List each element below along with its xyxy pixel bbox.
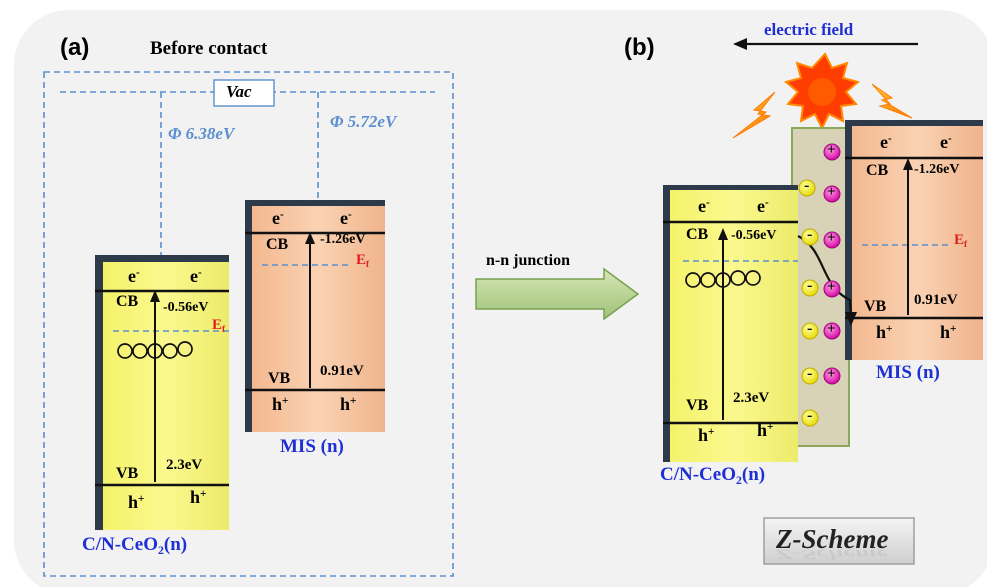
minus-charge bbox=[801, 279, 819, 297]
minus-sign: - bbox=[807, 277, 813, 294]
cen-b-cb-value: -0.56eV bbox=[731, 228, 777, 243]
mis-a-vb-value: 0.91eV bbox=[320, 363, 364, 379]
mis-b-vb-label: VB bbox=[864, 298, 887, 315]
minus-sign: - bbox=[807, 365, 813, 382]
z-scheme-label: Z-Scheme bbox=[776, 524, 889, 554]
junction-arrow bbox=[475, 267, 640, 321]
plus-sign: + bbox=[827, 184, 836, 200]
cen-a-vb-label: VB bbox=[116, 465, 139, 482]
cen-b-electron-2: e- bbox=[757, 196, 769, 216]
cen-b-hole-1: h+ bbox=[698, 425, 715, 445]
cen-a-arrowhead bbox=[150, 290, 160, 302]
plus-sign: + bbox=[827, 230, 836, 246]
cen-b-vb-label: VB bbox=[686, 397, 709, 414]
minus-charges bbox=[798, 179, 819, 427]
plus-charge bbox=[823, 143, 841, 161]
electric-field-arrowhead bbox=[733, 38, 747, 50]
plus-charges bbox=[823, 143, 841, 385]
plus-sign: + bbox=[827, 321, 836, 337]
panel-b-label: (b) bbox=[624, 34, 655, 61]
minus-charge bbox=[801, 409, 819, 427]
minus-sign: - bbox=[804, 177, 810, 194]
minus-charge bbox=[801, 367, 819, 385]
cen-b-cb-label: CB bbox=[686, 226, 709, 243]
plus-charge bbox=[823, 280, 841, 298]
mis-a-cb-label: CB bbox=[266, 236, 289, 253]
mis-a-electron-1: e- bbox=[272, 208, 284, 228]
mis-block-a bbox=[252, 206, 385, 432]
mis-b-name: MIS (n) bbox=[876, 362, 940, 383]
z-scheme-box bbox=[763, 517, 915, 565]
cen-b-arrowhead bbox=[718, 228, 728, 240]
vac-label: Vac bbox=[226, 82, 252, 101]
cen-a-gap-value: 2.3eV bbox=[166, 457, 203, 473]
cen-a-cb-label: CB bbox=[116, 293, 139, 310]
work-function-left: Φ 6.38eV bbox=[168, 124, 235, 143]
minus-sign: - bbox=[807, 320, 813, 337]
plus-sign: + bbox=[827, 142, 836, 158]
mis-a-ef-label: Ef bbox=[356, 252, 370, 271]
mis-b-cb-label: CB bbox=[866, 162, 889, 179]
minus-charge bbox=[801, 322, 819, 340]
mis-b-cb-value: -1.26eV bbox=[914, 162, 960, 177]
cen-block-b bbox=[670, 190, 798, 462]
minus-sign: - bbox=[807, 226, 813, 243]
mis-b-electron-2: e- bbox=[940, 132, 952, 152]
cen-b-hole-2: h+ bbox=[757, 420, 774, 440]
plus-charge bbox=[823, 367, 841, 385]
minus-charge bbox=[801, 228, 819, 246]
mis-b-hole-2: h+ bbox=[940, 322, 957, 342]
z-scheme-transfer-arrowhead bbox=[845, 312, 857, 326]
lightning-bolt-left-icon bbox=[732, 91, 776, 139]
plus-sign: + bbox=[827, 279, 836, 295]
lightning-bolt-right-icon bbox=[871, 83, 913, 119]
cen-a-hole-2: h+ bbox=[190, 487, 207, 507]
mis-a-arrowhead bbox=[305, 232, 315, 244]
cen-a-cb-value: -0.56eV bbox=[163, 300, 209, 315]
minus-sign: - bbox=[807, 407, 813, 424]
vac-box bbox=[213, 79, 275, 107]
cen-a-electron-2: e- bbox=[190, 266, 202, 286]
mis-b-arrowhead bbox=[903, 158, 913, 170]
cen-a-electron-1: e- bbox=[128, 266, 140, 286]
panel-a-title: Before contact bbox=[150, 38, 268, 59]
cen-a-name: C/N-CeO2(n) bbox=[82, 534, 188, 558]
mis-b-ef-label: Ef bbox=[954, 232, 968, 251]
cen-a-ef-label: Ef bbox=[212, 317, 226, 336]
mis-a-hole-2: h+ bbox=[340, 394, 357, 414]
plus-charge bbox=[823, 322, 841, 340]
electric-field-label: electric field bbox=[764, 20, 854, 39]
mis-a-hole-1: h+ bbox=[272, 394, 289, 414]
mis-b-hole-1: h+ bbox=[876, 322, 893, 342]
cen-a-hole-1: h+ bbox=[128, 492, 145, 512]
junction-label: n-n junction bbox=[486, 252, 571, 269]
cen-b-electron-1: e- bbox=[698, 196, 710, 216]
mis-a-cb-value: -1.26eV bbox=[320, 232, 366, 247]
plus-sign: + bbox=[827, 366, 836, 382]
cen-b-name: C/N-CeO2(n) bbox=[660, 464, 766, 488]
mis-block-b bbox=[852, 126, 983, 360]
mis-a-electron-2: e- bbox=[340, 208, 352, 228]
cen-b-gap-value: 2.3eV bbox=[733, 390, 770, 406]
work-function-right: Φ 5.72eV bbox=[330, 112, 397, 131]
mis-b-vb-value: 0.91eV bbox=[914, 292, 958, 308]
z-scheme-reflection: Z-Scheme bbox=[776, 547, 889, 562]
mis-b-electron-1: e- bbox=[880, 132, 892, 152]
mis-a-vb-label: VB bbox=[268, 370, 291, 387]
minus-charge bbox=[798, 179, 816, 197]
plus-charge bbox=[823, 185, 841, 203]
mis-a-name: MIS (n) bbox=[280, 436, 344, 457]
panel-a-label: (a) bbox=[60, 34, 90, 61]
plus-charge bbox=[823, 231, 841, 249]
